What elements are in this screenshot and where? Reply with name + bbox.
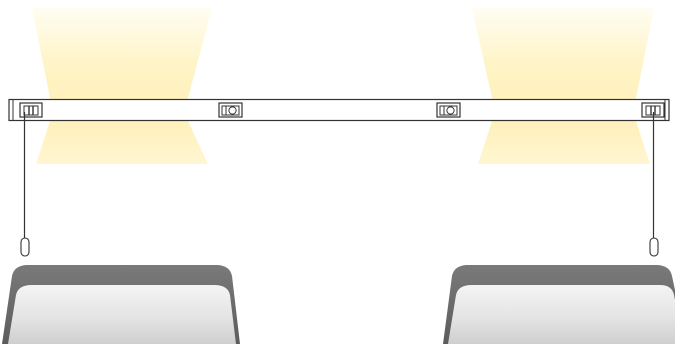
cord-clip-icon-right — [649, 237, 659, 257]
lens-module-icon-right — [436, 102, 461, 118]
lens-module-icon-left — [218, 102, 243, 118]
headrest-right — [443, 265, 675, 344]
headrest-left — [2, 265, 240, 344]
luminaire-bar — [8, 98, 670, 122]
two-panel-module-icon-left — [19, 102, 43, 118]
light-beam-left — [32, 8, 212, 164]
cord-clip-icon-left — [20, 237, 30, 257]
light-beam-right — [472, 8, 654, 164]
